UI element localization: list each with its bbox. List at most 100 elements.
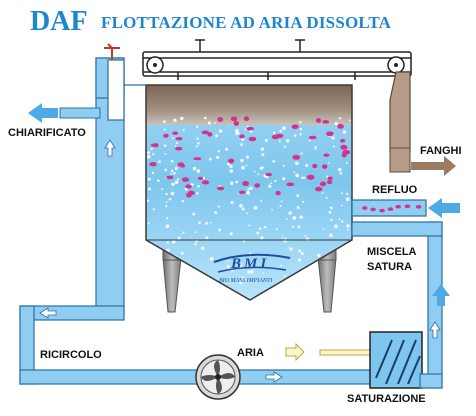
tank-leg-right	[317, 257, 337, 313]
sludge-floc	[217, 117, 224, 122]
sludge-floc	[175, 146, 183, 151]
air-bubble	[334, 224, 338, 229]
air-bubble	[278, 140, 281, 143]
air-bubble	[325, 196, 328, 200]
air-bubble	[175, 141, 179, 145]
air-bubble	[226, 162, 230, 166]
sludge-floc	[314, 186, 323, 192]
air-bubble	[316, 278, 319, 282]
air-bubble	[181, 199, 185, 203]
air-bubble	[240, 264, 242, 267]
sludge-arrow-icon	[411, 156, 456, 176]
air-bubble	[249, 129, 253, 133]
sludge-floc	[319, 181, 327, 187]
air-bubble	[171, 182, 175, 187]
air-bubble	[241, 207, 245, 211]
sludge-floc	[323, 153, 330, 157]
air-bubble	[176, 178, 180, 181]
sludge-floc	[179, 164, 186, 168]
sludge-floc	[197, 176, 204, 181]
air-bubble	[297, 225, 301, 229]
overflow-box	[107, 59, 125, 121]
title-abbr: DAF	[30, 6, 88, 37]
air-bubble	[300, 251, 304, 255]
air-bubble	[246, 212, 249, 215]
air-bubble	[305, 272, 309, 275]
air-bubble	[240, 159, 244, 163]
air-bubble	[341, 220, 344, 223]
air-bubble	[218, 228, 222, 232]
air-bubble	[299, 133, 302, 136]
air-bubble	[148, 187, 152, 191]
label-saturazione: SATURAZIONE	[347, 393, 426, 405]
tank-leg-left	[162, 257, 182, 313]
air-bubble	[197, 184, 200, 188]
air-bubble	[300, 152, 303, 155]
air-bubble	[328, 210, 332, 214]
sludge-floc	[254, 183, 261, 188]
sludge-floc	[308, 135, 317, 140]
air-bubble	[247, 188, 250, 191]
sludge-floc	[362, 206, 368, 210]
air-bubble	[196, 169, 201, 173]
air-bubble	[285, 218, 288, 220]
inlet-flocs	[362, 204, 422, 213]
sludge-floc	[239, 134, 245, 139]
air-bubble	[345, 197, 350, 202]
recirc-pipe-to-sat	[231, 369, 373, 385]
air-bubble	[299, 215, 303, 219]
air-bubble	[160, 188, 163, 191]
air-bubble	[182, 129, 185, 131]
air-bubble	[192, 168, 196, 171]
air-bubble	[298, 249, 301, 253]
air-bubble	[151, 171, 155, 175]
air-bubble	[245, 164, 248, 167]
sludge-floc	[395, 204, 402, 209]
air-bubble	[330, 207, 333, 210]
air-bubble	[235, 180, 239, 184]
air-bubble	[152, 208, 155, 211]
air-bubble	[147, 222, 150, 225]
air-bubble	[341, 273, 346, 278]
air-bubble	[196, 137, 199, 140]
air-bubble	[209, 257, 214, 261]
logo-company: BIO MASS IMPIANTI	[219, 278, 273, 284]
sludge-floc	[238, 190, 246, 194]
air-bubble	[289, 283, 292, 286]
air-bubble	[253, 205, 258, 210]
sludge-floc	[337, 123, 344, 129]
label-aria: ARIA	[237, 347, 264, 359]
air-bubble	[295, 173, 300, 178]
air-bubble	[174, 166, 178, 171]
air-bubble	[165, 192, 168, 196]
sludge-floc	[339, 139, 346, 143]
air-bubble	[247, 191, 250, 195]
sludge-floc	[163, 133, 169, 138]
air-bubble	[299, 121, 302, 124]
air-pipe	[319, 349, 373, 356]
air-bubble	[241, 276, 245, 280]
air-bubble	[164, 152, 167, 155]
air-bubble	[261, 153, 265, 157]
air-bubble	[173, 118, 177, 122]
air-bubble	[331, 136, 335, 140]
air-bubble	[168, 198, 172, 201]
sludge-floc	[149, 161, 157, 167]
air-bubble	[293, 171, 296, 174]
air-bubble	[184, 187, 188, 191]
air-bubble	[174, 180, 179, 185]
air-bubble	[347, 229, 350, 231]
air-bubble	[268, 184, 272, 188]
label-ricircolo: RICIRCOLO	[40, 349, 102, 361]
air-bubble	[193, 242, 197, 245]
air-bubble	[163, 144, 167, 148]
air-bubble	[225, 147, 229, 151]
flow-arrow-up-icon	[432, 284, 450, 306]
air-bubble	[253, 170, 256, 173]
air-bubble	[296, 206, 300, 209]
air-bubble	[342, 130, 347, 134]
air-bubble	[263, 225, 267, 229]
air-bubble	[322, 228, 325, 231]
air-bubble	[302, 176, 306, 179]
sludge-floc	[387, 207, 394, 211]
